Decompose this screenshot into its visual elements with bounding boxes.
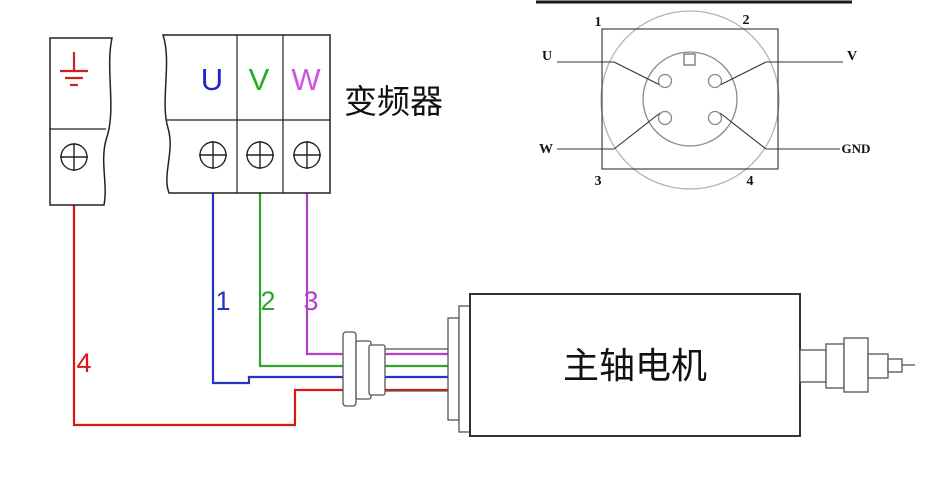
terminal-letter-W: W: [291, 62, 321, 97]
pin-number-4: 4: [747, 174, 754, 189]
wire-label-3: 3: [303, 286, 318, 316]
ground-block-outline: [49, 37, 113, 206]
motor-label: 主轴电机: [563, 345, 707, 386]
wire-label-1: 1: [215, 286, 230, 316]
earth-ground-icon: [60, 52, 88, 87]
pin-signal-U: U: [542, 49, 552, 64]
wire-label-4: 4: [76, 348, 91, 378]
terminal-letter-U: U: [201, 62, 223, 97]
pinout-inner-circle: [642, 51, 738, 147]
screw-terminal-V: [246, 141, 274, 169]
terminal-block-outline: [161, 34, 331, 194]
motor-shaft: [799, 337, 915, 393]
motor-connector: [342, 305, 472, 433]
pin-2-circle: [707, 73, 723, 89]
pin-number-1: 1: [595, 15, 602, 30]
pin-number-2: 2: [743, 13, 750, 28]
pin-1-circle: [657, 73, 673, 89]
pinout-outer-circle: [600, 10, 780, 190]
pinout-lead-lines: [557, 61, 843, 150]
pin-3-circle: [657, 110, 673, 126]
spindle-motor: 主轴电机: [342, 293, 915, 437]
screw-terminal-U: [199, 141, 227, 169]
pin-4-circle: [707, 110, 723, 126]
wire-label-2: 2: [260, 286, 275, 316]
ground-terminal-block: [49, 37, 113, 206]
pinout-key-notch: [683, 53, 696, 66]
inverter-terminal-block: U V W: [161, 34, 331, 194]
inverter-label: 变频器: [344, 83, 443, 120]
ground-screw-terminal: [60, 143, 88, 171]
pin-number-3: 3: [595, 174, 602, 189]
pinout-square: [601, 28, 779, 170]
pin-signal-W: W: [539, 142, 553, 157]
screw-terminal-W: [293, 141, 321, 169]
wire-2: [258, 168, 452, 368]
pinout-pins: [657, 73, 723, 126]
connector-pinout: 1 2 3 4 U V W GND: [539, 10, 871, 190]
pin-signal-V: V: [847, 49, 857, 64]
wire-1: [211, 168, 452, 385]
pin-signal-GND: GND: [842, 141, 871, 156]
terminal-letter-V: V: [249, 62, 270, 97]
wire-3: [305, 168, 452, 356]
